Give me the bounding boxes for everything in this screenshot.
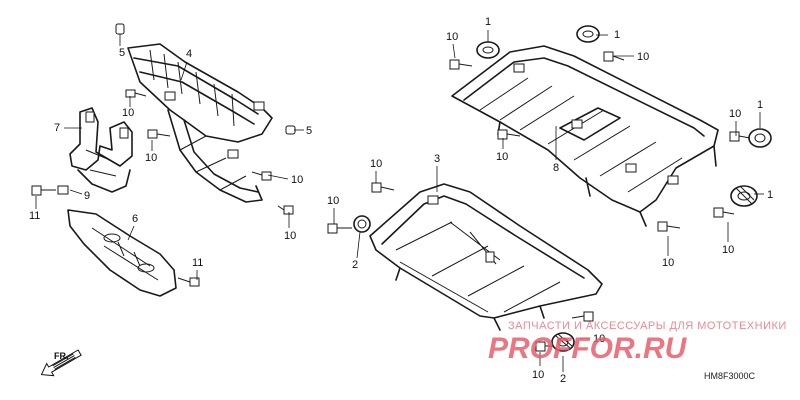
callout-number-c5: 10 xyxy=(145,152,157,164)
callout-number-c12: 11 xyxy=(192,257,203,269)
bolts-left xyxy=(31,23,296,287)
grommets-right xyxy=(476,25,772,207)
callout-number-c3: 10 xyxy=(122,107,134,119)
callout-number-c4: 7 xyxy=(54,122,60,134)
callout-number-c18: 1 xyxy=(485,16,491,28)
callout-leader-c8 xyxy=(69,189,83,195)
callout-number-c26: 10 xyxy=(722,244,734,256)
skid-plate-part-6 xyxy=(67,209,177,297)
center-rack-part-3 xyxy=(369,183,603,331)
watermark-brand: PROFFOR.RU xyxy=(488,332,688,365)
rear-rack-part-8 xyxy=(451,45,719,227)
callout-number-c17: 10 xyxy=(446,31,458,43)
front-direction-label: FR. xyxy=(54,351,69,361)
callout-number-c11: 10 xyxy=(284,230,296,242)
callout-number-c25: 1 xyxy=(767,189,773,201)
watermark: ЗАПЧАСТИ И АКСЕССУАРЫ ДЛЯ МОТОТЕХНИКИ PR… xyxy=(488,320,787,365)
callout-number-c23: 10 xyxy=(729,108,741,120)
callout-number-c19: 1 xyxy=(614,29,620,41)
callout-number-c27: 10 xyxy=(662,257,674,269)
bolts-bottom xyxy=(535,311,594,352)
bracket-part-7 xyxy=(69,107,133,193)
callout-number-c15: 10 xyxy=(327,195,339,207)
callout-number-c24: 1 xyxy=(757,99,763,111)
callout-number-c21: 10 xyxy=(496,151,508,163)
callout-number-c7: 10 xyxy=(291,174,303,186)
bolts-center xyxy=(327,182,395,234)
front-direction-indicator: FR. xyxy=(40,349,82,377)
callout-number-c30: 2 xyxy=(560,373,566,385)
callout-number-c28: 10 xyxy=(593,333,605,345)
watermark-tagline: ЗАПЧАСТИ И АКСЕССУАРЫ ДЛЯ МОТОТЕХНИКИ xyxy=(508,320,787,332)
callout-number-c20: 10 xyxy=(637,51,649,63)
callout-leader-c2 xyxy=(180,61,188,81)
callout-number-c13: 10 xyxy=(370,158,382,170)
front-rack-part-4 xyxy=(127,43,273,203)
callout-leader-c10 xyxy=(127,225,135,241)
callout-number-c16: 2 xyxy=(352,259,358,271)
callout-number-c1: 5 xyxy=(119,47,125,59)
callout-leader-c17 xyxy=(452,43,456,59)
callout-number-c2: 4 xyxy=(186,48,192,60)
callout-leader-c7 xyxy=(267,174,289,180)
callout-number-c10: 6 xyxy=(132,213,138,225)
callout-number-c22: 8 xyxy=(553,162,559,174)
callout-number-c6: 5 xyxy=(306,125,312,137)
diagram-code: HM8F3000C xyxy=(704,371,756,381)
callout-number-c8: 9 xyxy=(84,190,90,202)
callout-number-c9: 11 xyxy=(29,210,40,222)
bolts-right xyxy=(449,51,751,232)
callout-number-c29: 10 xyxy=(532,369,544,381)
callout-leader-c16 xyxy=(356,231,361,259)
callout-number-c14: 3 xyxy=(434,153,440,165)
